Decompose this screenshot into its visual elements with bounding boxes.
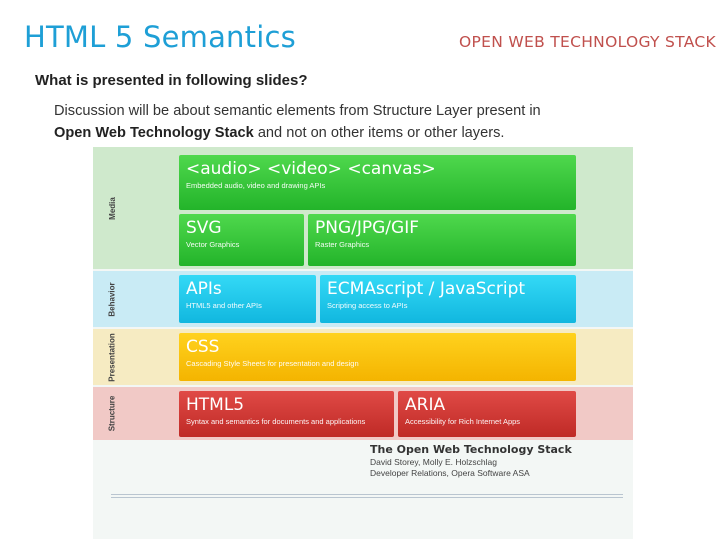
block-svg-title: SVG — [186, 218, 222, 238]
description-part2: and not on other items or other layers. — [253, 125, 505, 141]
block-av-sub: Embedded audio, video and drawing APIs — [186, 181, 326, 190]
brand-label: Open Web Technology Stack — [459, 33, 716, 51]
block-svg-sub: Vector Graphics — [186, 240, 240, 249]
block-ecma-title: ECMAscript / JavaScript — [327, 279, 526, 299]
block-css-title: CSS — [186, 337, 220, 357]
description-bold: Open Web Technology Stack — [54, 125, 254, 141]
block-audio-video-canvas: <audio> <video> <canvas> Embedded audio,… — [179, 155, 576, 210]
block-svg: SVG Vector Graphics — [179, 214, 304, 266]
caption-title: The Open Web Technology Stack — [370, 443, 572, 456]
block-png-sub: Raster Graphics — [315, 240, 370, 249]
diagram-caption: The Open Web Technology Stack David Stor… — [370, 443, 572, 478]
behavior-label: Behavior — [107, 281, 117, 317]
block-css: CSS Cascading Style Sheets for presentat… — [179, 333, 576, 381]
block-png-jpg-gif: PNG/JPG/GIF Raster Graphics — [308, 214, 576, 266]
block-html5: HTML5 Syntax and semantics for documents… — [179, 391, 394, 437]
tech-stack-diagram: Media <audio> <video> <canvas> Embedded … — [93, 147, 633, 539]
block-ecma-sub: Scripting access to APIs — [327, 301, 408, 310]
divider-line — [111, 497, 623, 498]
presentation-label: Presentation — [107, 332, 117, 382]
block-css-sub: Cascading Style Sheets for presentation … — [186, 359, 359, 368]
block-html5-sub: Syntax and semantics for documents and a… — [186, 417, 366, 426]
block-aria-title: ARIA — [405, 395, 446, 415]
block-av-title: <audio> <video> <canvas> — [186, 159, 436, 179]
block-aria-sub: Accessibility for Rich Internet Apps — [405, 417, 521, 426]
block-apis-sub: HTML5 and other APIs — [186, 301, 262, 310]
block-apis: APIs HTML5 and other APIs — [179, 275, 316, 323]
divider-line — [111, 494, 623, 495]
description-part1: Discussion will be about semantic elemen… — [54, 103, 541, 119]
question-heading: What is presented in following slides? — [35, 72, 308, 89]
media-label: Media — [107, 196, 117, 220]
block-png-title: PNG/JPG/GIF — [315, 218, 420, 238]
block-html5-title: HTML5 — [186, 395, 245, 415]
slide-title: HTML 5 Semantics — [24, 20, 296, 54]
block-apis-title: APIs — [186, 279, 222, 299]
structure-label: Structure — [107, 395, 117, 432]
caption-org: Developer Relations, Opera Software ASA — [370, 468, 530, 478]
caption-authors: David Storey, Molly E. Holzschlag — [370, 457, 497, 467]
block-aria: ARIA Accessibility for Rich Internet App… — [398, 391, 576, 437]
description: Discussion will be about semantic elemen… — [54, 100, 694, 144]
block-ecmascript: ECMAscript / JavaScript Scripting access… — [320, 275, 576, 323]
